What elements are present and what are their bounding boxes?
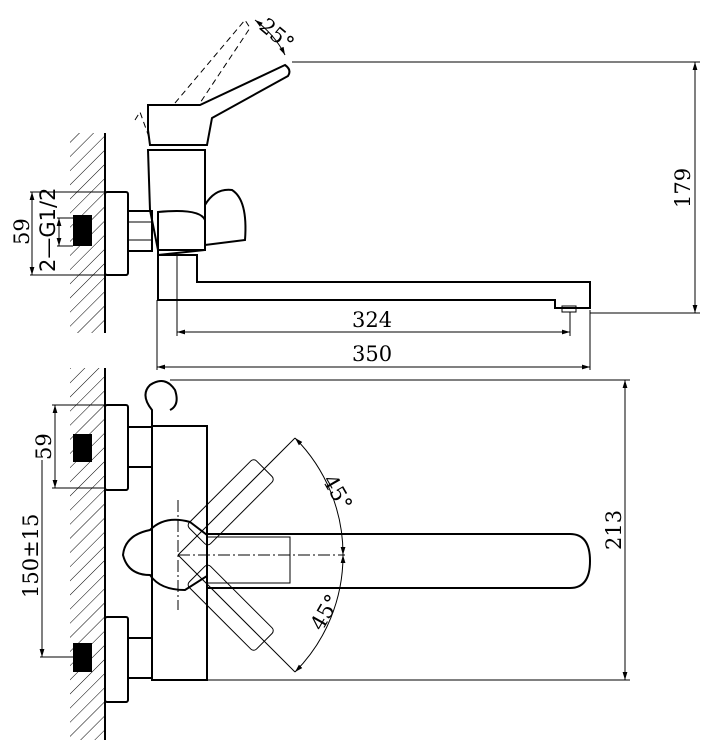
flange-59-label: 59 bbox=[32, 433, 56, 460]
pipe-fitting bbox=[73, 215, 92, 246]
hook bbox=[144, 380, 178, 426]
nut bbox=[127, 210, 153, 252]
diverter-knob bbox=[204, 188, 247, 247]
lower-flange bbox=[104, 616, 129, 703]
front-view: 45° 45° 213 59 150±15 bbox=[19, 368, 630, 740]
reach-350-label: 350 bbox=[352, 342, 392, 366]
handle bbox=[121, 518, 208, 592]
flange bbox=[104, 191, 129, 276]
spout bbox=[207, 533, 592, 589]
center-distance-label: 150±15 bbox=[19, 514, 43, 598]
wall-hatch bbox=[70, 368, 105, 740]
body bbox=[146, 149, 206, 251]
flange-59-label: 59 bbox=[10, 218, 34, 245]
angle-25-label: 25° bbox=[255, 13, 299, 55]
thread-label: 2—G1/2 bbox=[36, 188, 60, 272]
spout bbox=[157, 254, 591, 309]
height-179-label: 179 bbox=[671, 168, 695, 208]
lever-handle bbox=[147, 63, 291, 146]
lower-angle-label: 45° bbox=[306, 590, 345, 634]
height-213-label: 213 bbox=[602, 510, 626, 550]
upper-flange bbox=[104, 404, 129, 491]
reach-324-label: 324 bbox=[352, 308, 392, 332]
side-view: 25° 179 59 2—G1/2 324 350 bbox=[10, 13, 700, 370]
